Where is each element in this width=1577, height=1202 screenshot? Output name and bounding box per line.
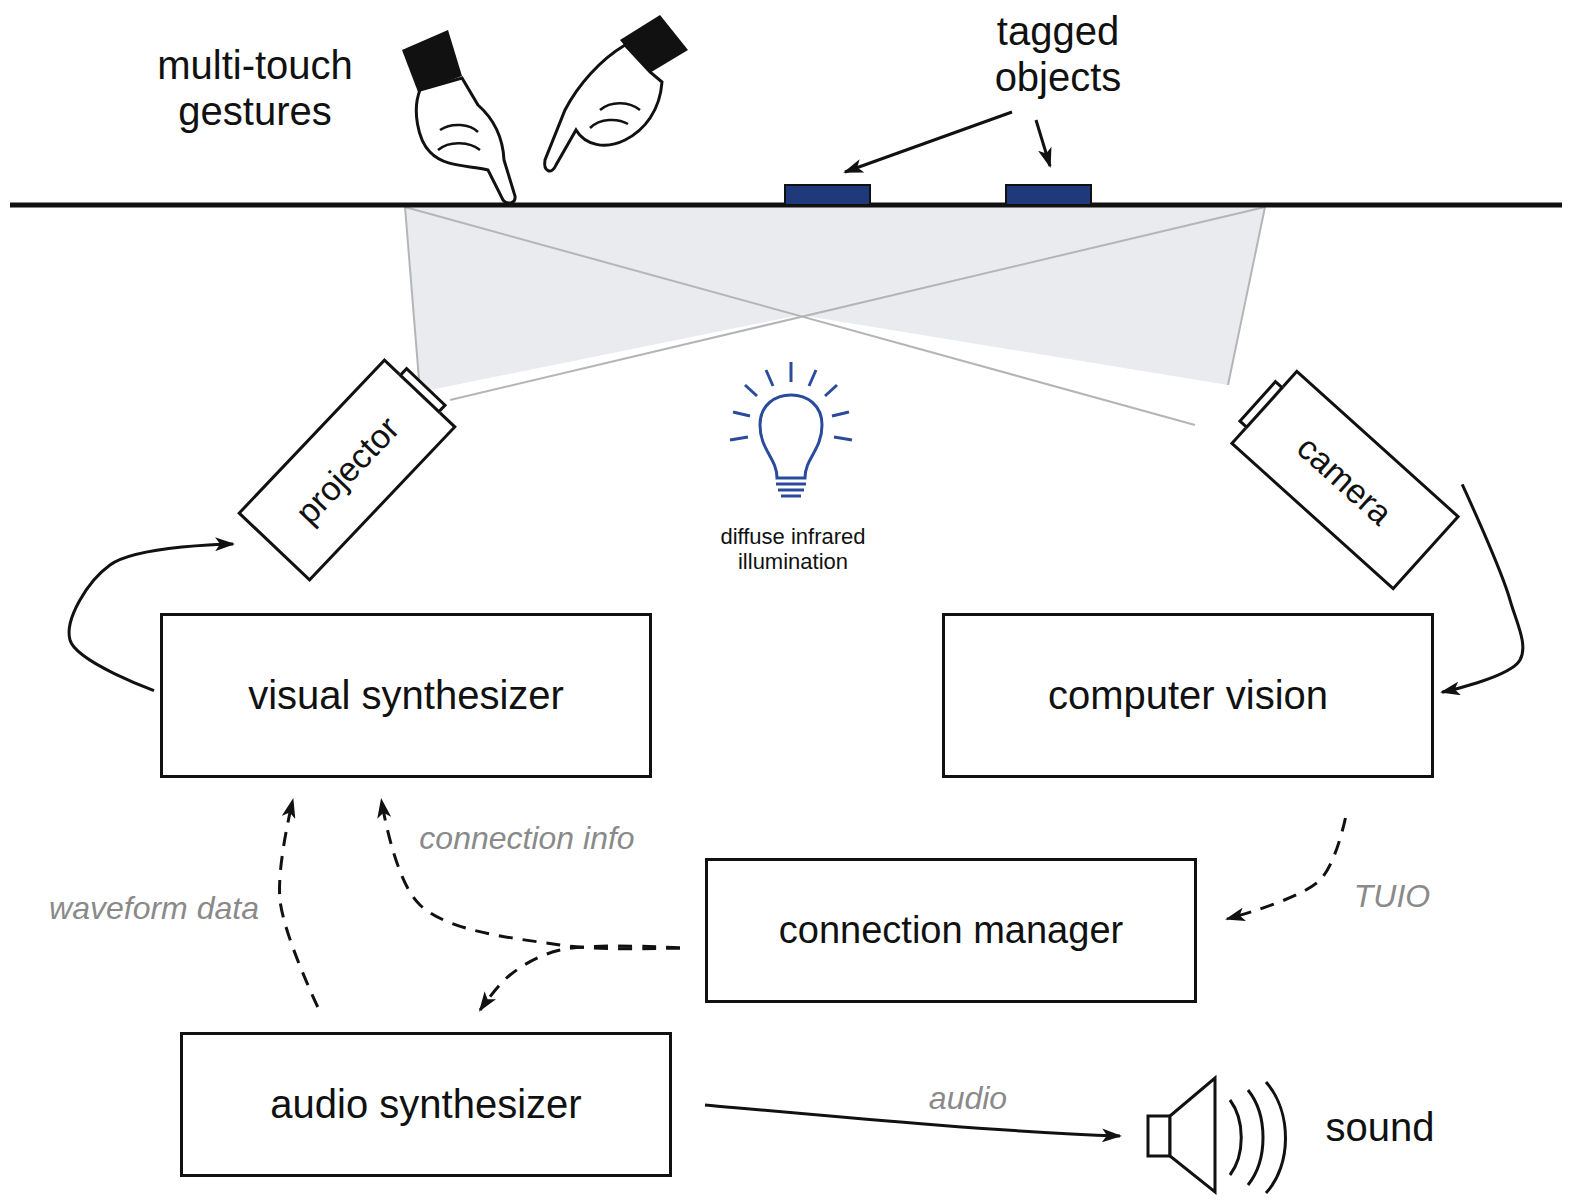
data-flow <box>381 800 680 949</box>
data-flow <box>480 946 680 1010</box>
edge-label: connection info <box>408 820 646 857</box>
tagged-object <box>1006 185 1091 205</box>
lens <box>1238 380 1284 430</box>
process-box: connection manager <box>705 858 1197 1003</box>
speaker-icon <box>1148 1078 1286 1193</box>
hand <box>402 30 515 203</box>
process-box: computer vision <box>942 613 1434 778</box>
projector-box: projector <box>237 358 457 582</box>
leader-arrow <box>1036 120 1050 166</box>
infrared-bulb <box>730 362 852 496</box>
view-lines <box>405 207 1265 425</box>
node-text: audio synthesizer <box>270 1082 581 1127</box>
edge-label: waveform data <box>45 890 263 927</box>
lens <box>398 367 447 414</box>
illumination-label: diffuse infrared illumination <box>678 524 908 575</box>
gesture-label: multi-touch gestures <box>115 42 395 134</box>
node-text: computer vision <box>1048 673 1328 718</box>
output-label: sound <box>1310 1104 1450 1150</box>
tagged-object <box>785 185 870 205</box>
process-box: visual synthesizer <box>160 613 652 778</box>
leader-arrow <box>845 112 1012 172</box>
node-text: visual synthesizer <box>248 673 564 718</box>
data-flow <box>279 800 317 1007</box>
view-field <box>800 207 1265 385</box>
object-label: tagged objects <box>948 8 1168 100</box>
node-text: projector <box>287 409 406 532</box>
signal-label: audio <box>913 1080 1023 1117</box>
process-box: audio synthesizer <box>180 1032 672 1177</box>
data-flow <box>1227 818 1345 919</box>
camera-box: camera <box>1230 369 1460 591</box>
edge-label: TUIO <box>1333 878 1451 915</box>
hand <box>545 15 688 171</box>
node-text: connection manager <box>779 909 1123 952</box>
node-text: camera <box>1290 428 1400 533</box>
